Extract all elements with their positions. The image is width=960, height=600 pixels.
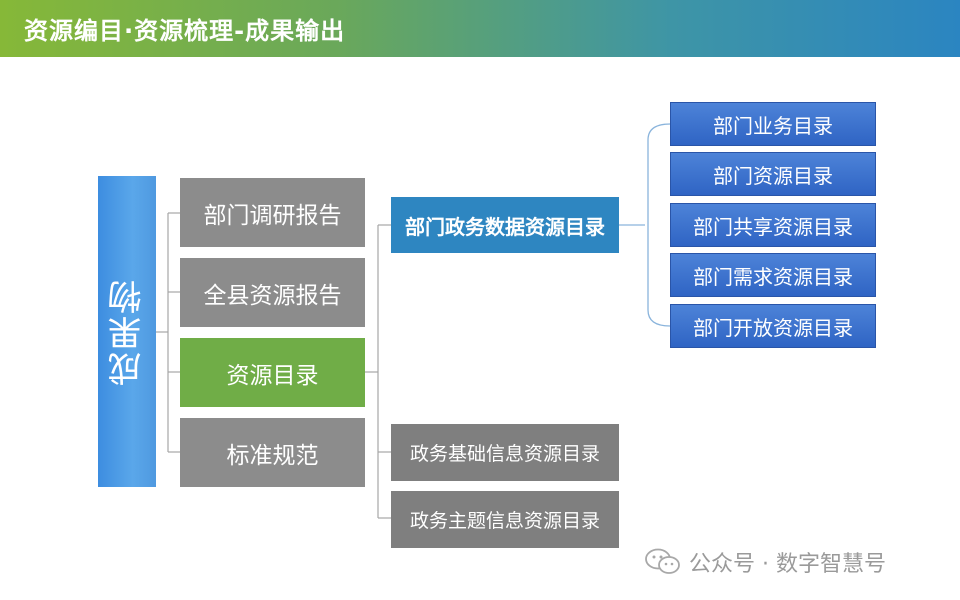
node-label: 部门共享资源目录 xyxy=(693,214,853,239)
node-label: 全县资源报告 xyxy=(203,282,342,309)
node-dept-business-catalog: 部门业务目录 xyxy=(670,102,876,146)
node-resource-catalog: 资源目录 xyxy=(180,338,365,407)
node-basic-info-catalog: 政务基础信息资源目录 xyxy=(391,424,619,481)
wechat-icon xyxy=(645,548,680,574)
node-label: 政务主题信息资源目录 xyxy=(409,510,600,532)
node-label: 部门开放资源目录 xyxy=(693,315,853,340)
node-standards: 标准规范 xyxy=(180,418,365,487)
node-dept-demand-catalog: 部门需求资源目录 xyxy=(670,253,876,297)
node-dept-research-report: 部门调研报告 xyxy=(180,178,365,247)
node-label: 政务基础信息资源目录 xyxy=(409,443,600,465)
dept-catalog-brace xyxy=(619,123,671,327)
node-county-resource-report: 全县资源报告 xyxy=(180,258,365,327)
title-banner: 资源编目·资源梳理-成果输出 xyxy=(0,0,960,57)
node-label: 部门业务目录 xyxy=(713,113,833,138)
node-dept-open-catalog: 部门开放资源目录 xyxy=(670,304,876,348)
watermark-text: 公众号 · 数字智慧号 xyxy=(689,552,886,577)
node-label: 部门需求资源目录 xyxy=(693,264,853,289)
watermark: 公众号 · 数字智慧号 xyxy=(645,546,886,578)
node-label: 部门资源目录 xyxy=(713,163,833,188)
catalog-connectors xyxy=(365,224,391,519)
root-node: 成果物 xyxy=(98,176,156,487)
node-label: 部门调研报告 xyxy=(203,202,342,229)
node-dept-shared-catalog: 部门共享资源目录 xyxy=(670,203,876,247)
node-label: 资源目录 xyxy=(226,362,319,389)
node-topic-info-catalog: 政务主题信息资源目录 xyxy=(391,491,619,548)
node-label: 标准规范 xyxy=(226,442,319,469)
node-dept-resource-catalog: 部门资源目录 xyxy=(670,152,876,196)
node-dept-gov-data-catalog: 部门政务数据资源目录 xyxy=(391,197,619,253)
node-label: 部门政务数据资源目录 xyxy=(405,214,605,239)
root-connectors xyxy=(156,212,180,453)
page-title: 资源编目·资源梳理-成果输出 xyxy=(24,17,346,45)
root-label: 成果物 xyxy=(107,277,148,386)
